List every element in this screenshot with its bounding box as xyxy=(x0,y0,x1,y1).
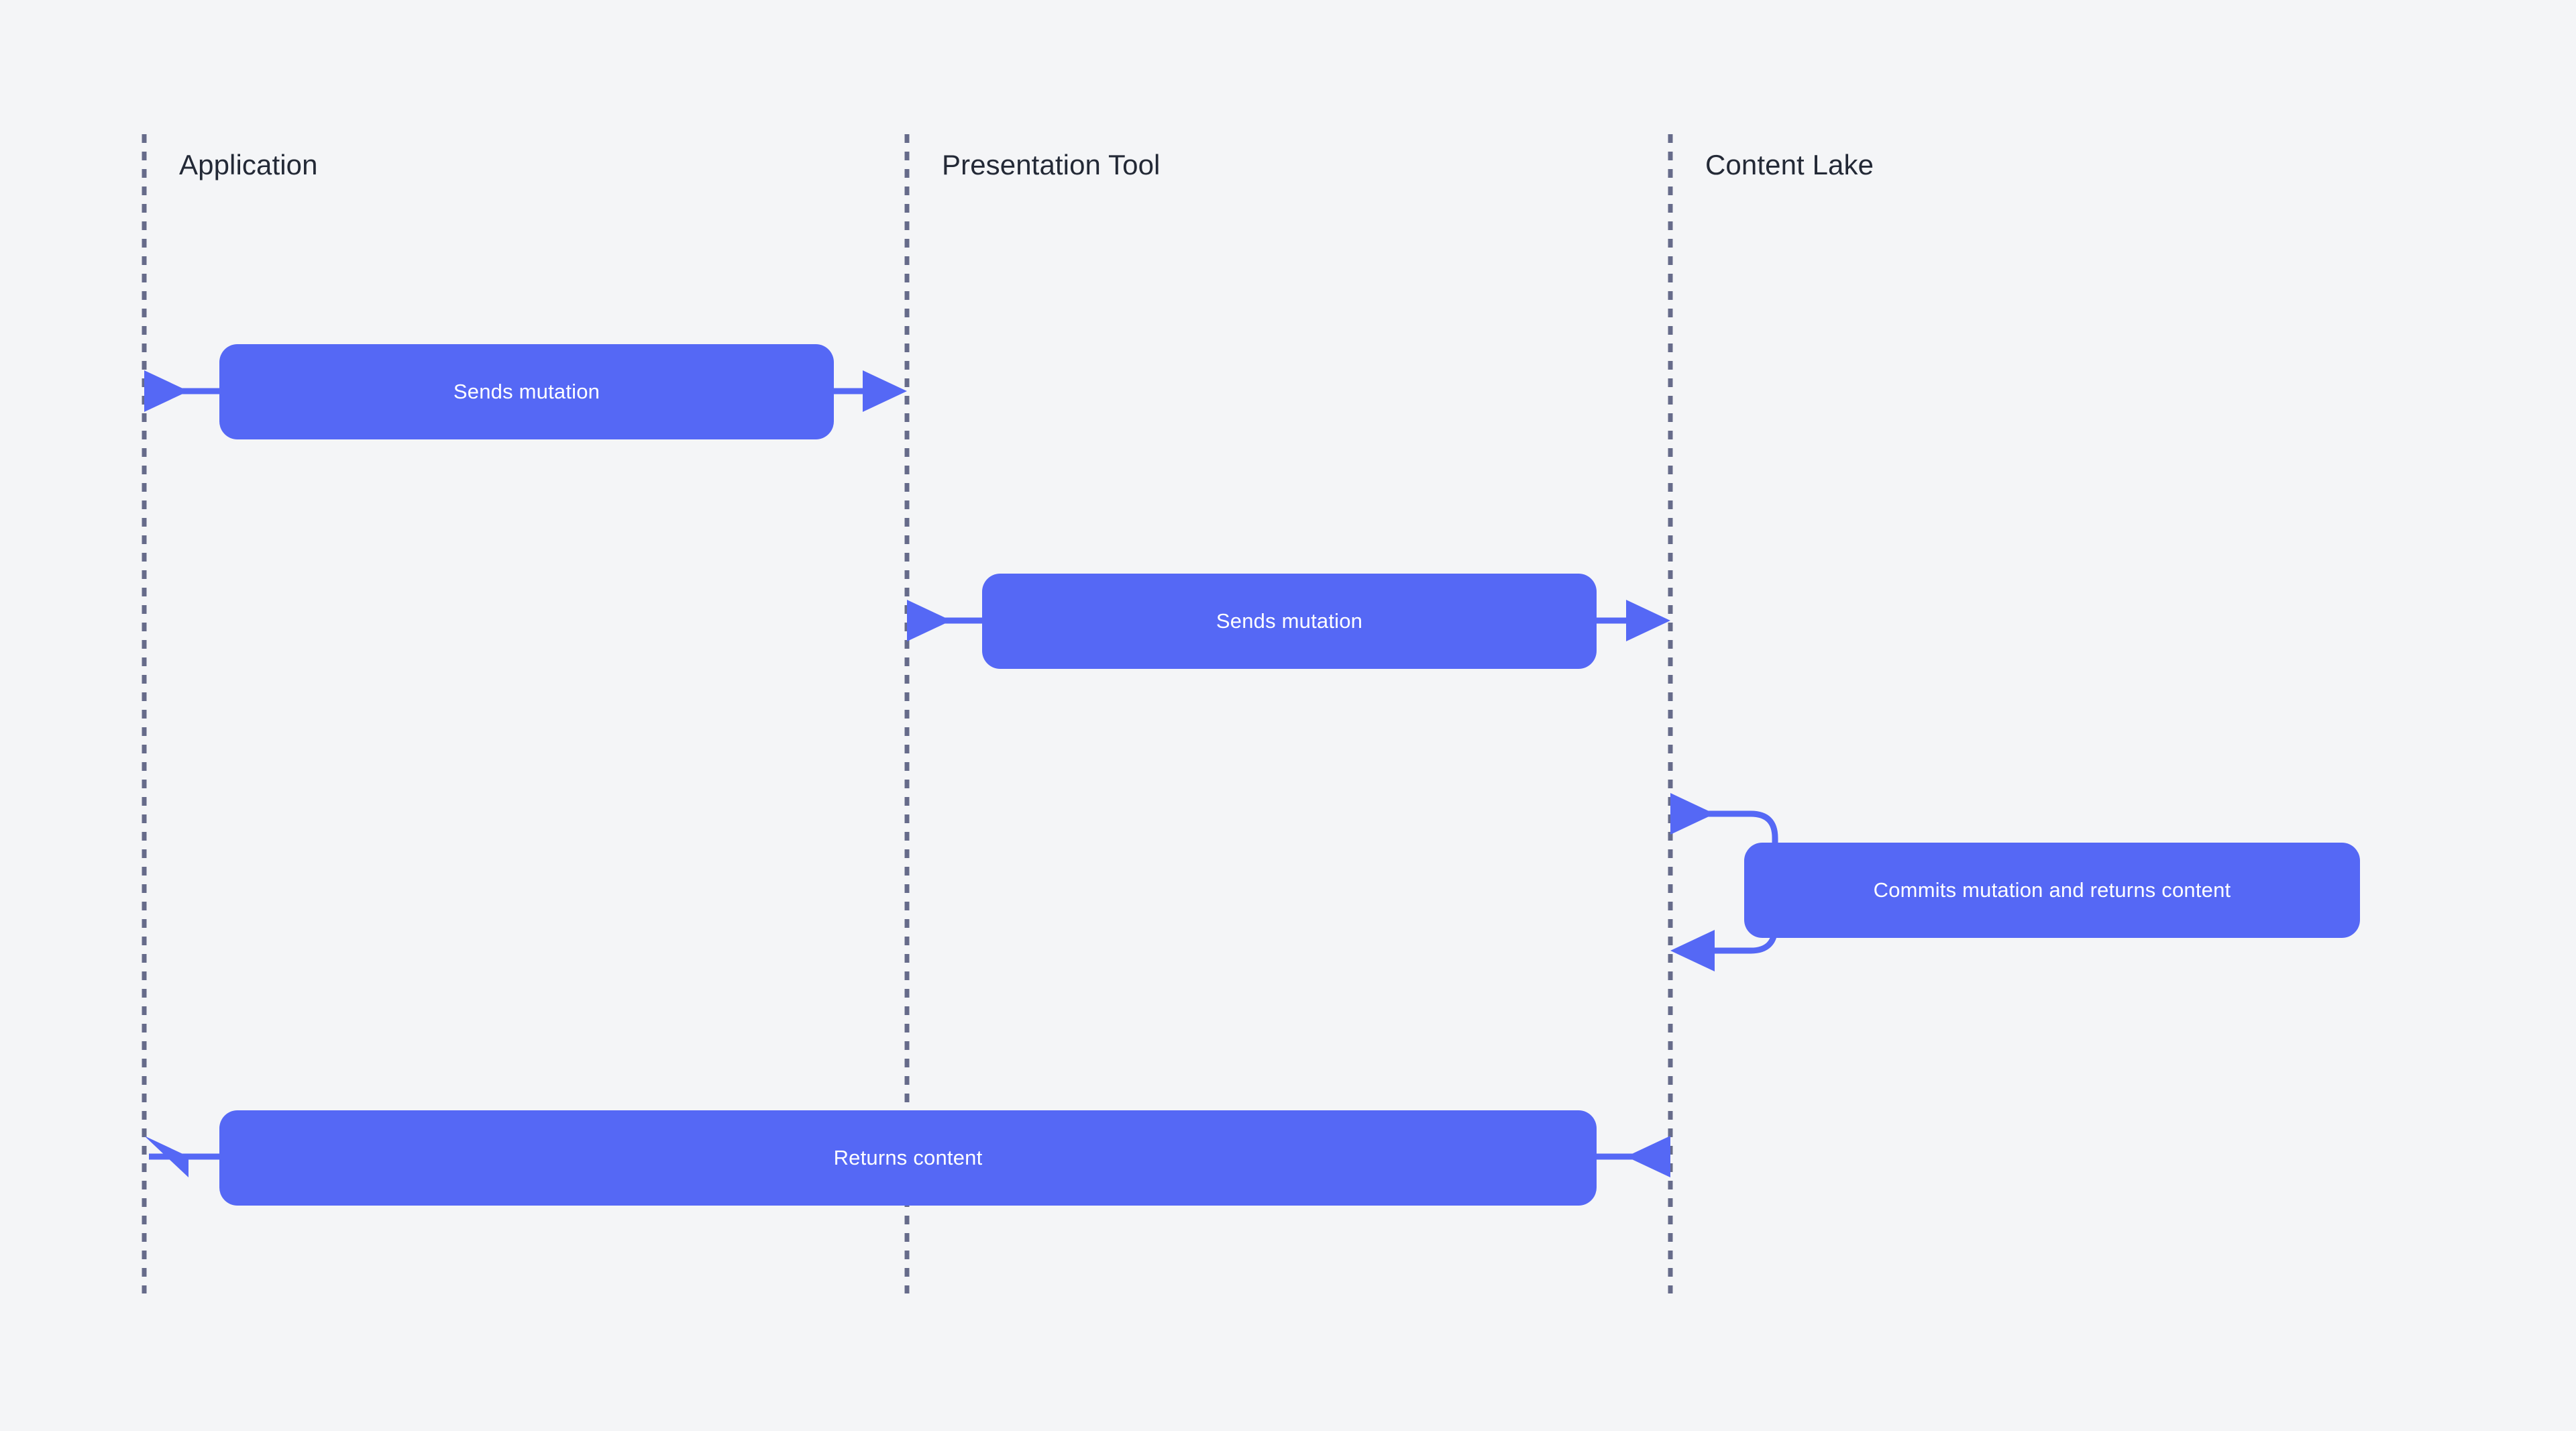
message-label-1: Sends mutation xyxy=(453,380,600,403)
message-label-3: Commits mutation and returns content xyxy=(1873,878,2231,902)
actor-label-content-lake: Content Lake xyxy=(1705,149,1874,180)
actor-label-application: Application xyxy=(179,149,318,180)
message-box-4[interactable]: Returns content xyxy=(219,1110,1597,1206)
message-arrow-1[interactable] xyxy=(144,370,907,412)
lifelines-group xyxy=(142,134,1673,1293)
message-arrow-4[interactable] xyxy=(144,1136,1670,1177)
message-label-2: Sends mutation xyxy=(1216,609,1363,633)
message-label-4: Returns content xyxy=(833,1146,983,1169)
message-box-3[interactable]: Commits mutation and returns content xyxy=(1744,843,2360,938)
message-box-2[interactable]: Sends mutation xyxy=(982,574,1597,669)
message-arrow-2[interactable] xyxy=(907,600,1670,641)
actor-label-presentation-tool: Presentation Tool xyxy=(942,149,1161,180)
message-box-1[interactable]: Sends mutation xyxy=(219,344,834,439)
